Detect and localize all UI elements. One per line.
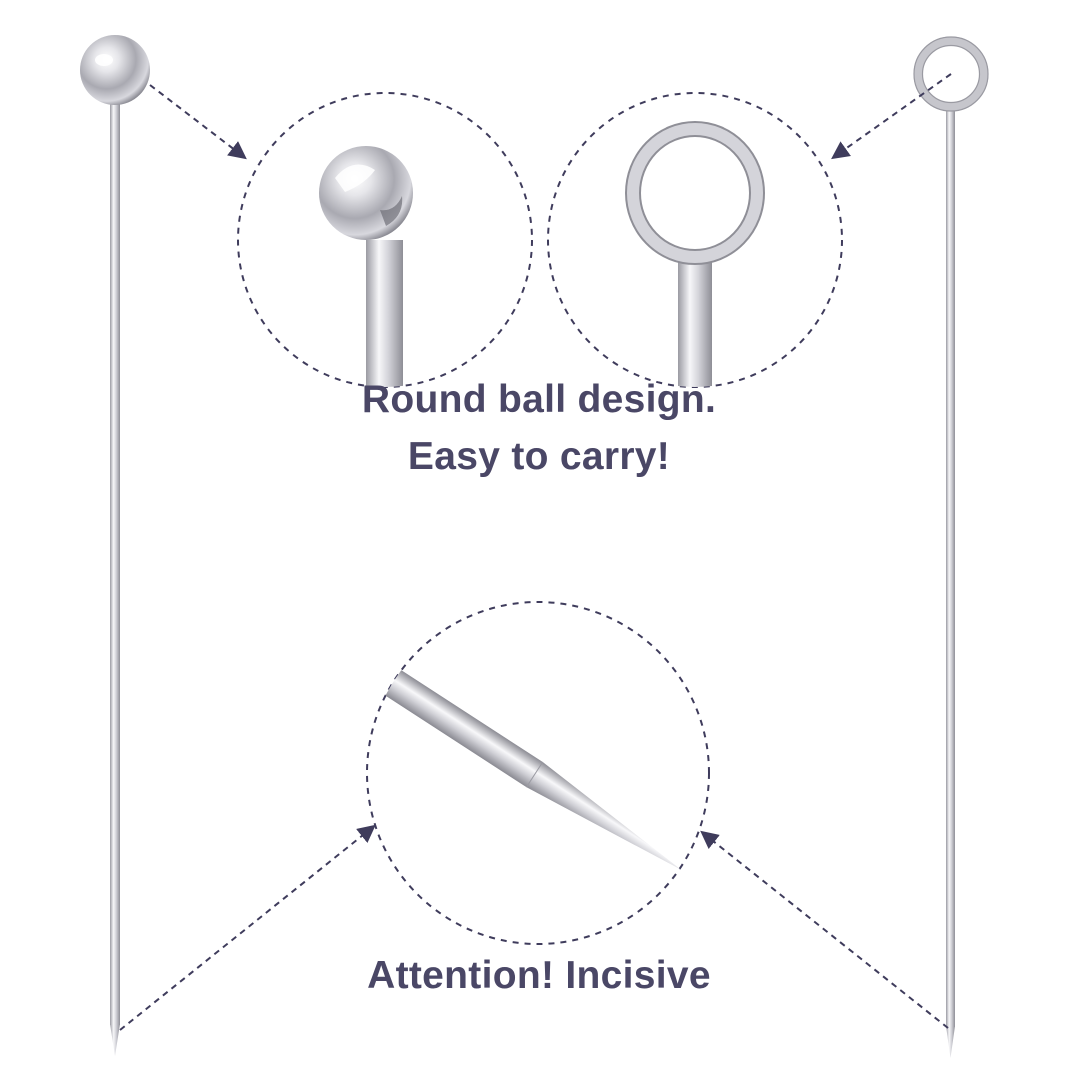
left-pick-point [110,1024,120,1056]
arrow-left-tip-to-closeup [119,824,376,1031]
leader-arrows [119,73,952,1031]
arrow-ball-to-closeup [149,84,247,160]
right-pick-shaft [946,107,955,1027]
right-pick-point [946,1026,955,1058]
ring-closeup [547,92,843,388]
right-ring-pick [913,36,989,1058]
easy-carry-caption: Easy to carry! [407,435,671,478]
left-pick-shaft [110,95,120,1025]
ball-closeup [237,92,533,388]
left-ball-pick [80,35,150,1056]
tip-closeup [366,601,710,945]
incisive-warning-caption: Attention! Incisive [367,954,711,997]
left-pick-ball [80,35,150,105]
arrow-ring-to-closeup [831,73,952,160]
ball-design-caption: Round ball design. [361,378,717,421]
right-pick-ring [913,36,989,112]
arrow-right-tip-to-closeup [700,830,949,1029]
